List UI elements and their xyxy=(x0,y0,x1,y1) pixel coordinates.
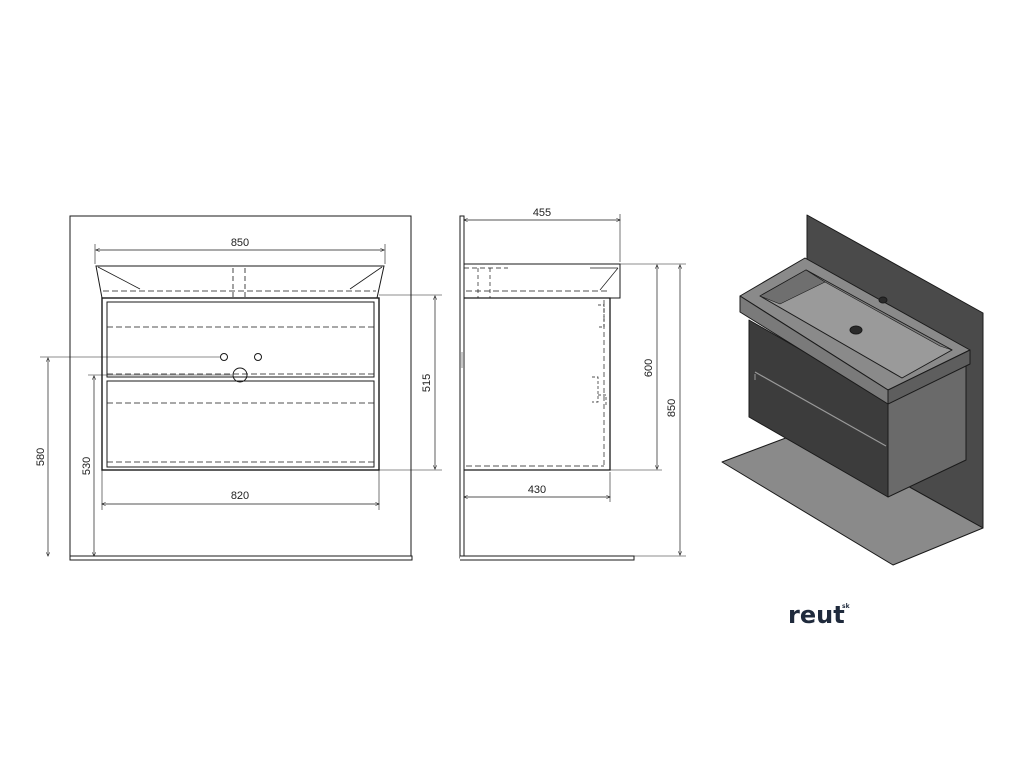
dim-front-height-cabinet: 515 xyxy=(421,374,433,392)
dim-side-depth-top: 455 xyxy=(533,207,551,219)
iso-tap-hole xyxy=(878,296,888,304)
iso-basin-side xyxy=(887,349,971,405)
front-wall-outline xyxy=(69,215,412,558)
logo-text: reut xyxy=(788,601,845,629)
dim-front-width-top: 850 xyxy=(231,237,249,249)
iso-drain xyxy=(849,325,863,335)
dim-front-width-bottom: 820 xyxy=(231,490,249,502)
dim-side-depth-bottom: 430 xyxy=(528,484,546,496)
side-cabinet xyxy=(464,297,611,471)
pipe-hole-right xyxy=(254,353,262,361)
front-cabinet xyxy=(101,297,380,471)
front-view xyxy=(40,215,442,561)
side-wall xyxy=(459,215,465,559)
dim-side-height-850: 850 xyxy=(666,399,678,417)
front-floor xyxy=(69,555,413,561)
brand-logo: reut sk xyxy=(788,601,851,629)
dim-front-height-inner: 530 xyxy=(81,457,93,475)
side-basin xyxy=(464,263,621,299)
front-upper-drawer xyxy=(106,301,375,378)
logo-suffix: sk xyxy=(842,603,851,610)
side-floor xyxy=(460,555,635,561)
dim-side-height-600: 600 xyxy=(643,359,655,377)
iso-floor xyxy=(721,429,984,566)
pipe-hole-left xyxy=(220,353,228,361)
drain-hole xyxy=(232,367,248,383)
dim-front-height-outer: 580 xyxy=(35,448,47,466)
front-lower-drawer xyxy=(106,380,375,468)
side-view xyxy=(459,214,686,561)
isometric-view xyxy=(721,214,984,566)
front-basin xyxy=(95,265,385,299)
